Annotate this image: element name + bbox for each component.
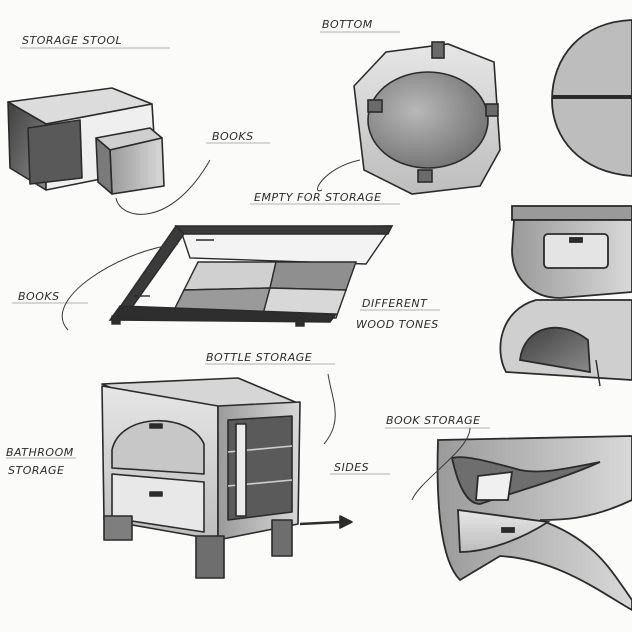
label-bottle-storage: BOTTLE STORAGE	[206, 351, 313, 364]
round-shelf-sketch	[551, 19, 632, 177]
label-book-storage: BOOK STORAGE	[386, 414, 481, 427]
round-tray-sketch	[353, 41, 501, 195]
bathroom-cabinet-sketch	[101, 377, 353, 579]
label-books-left: BOOKS	[18, 290, 60, 303]
label-wood-tones: WOOD TONES	[356, 318, 439, 331]
label-bathroom: BATHROOM	[6, 446, 74, 459]
label-different: DIFFERENT	[362, 297, 428, 310]
book-storage-sketch	[436, 435, 632, 612]
label-empty-for-storage: EMPTY FOR STORAGE	[254, 191, 382, 204]
label-storage: STORAGE	[8, 464, 65, 477]
flat-storage-sketch	[108, 224, 394, 327]
storage-stool-sketch	[7, 87, 165, 195]
label-storage-stool: STORAGE STOOL	[22, 34, 123, 47]
label-bottom: BOTTOM	[322, 18, 373, 31]
label-books-top: BOOKS	[212, 130, 254, 143]
stacked-cabinet-sketch	[499, 205, 632, 381]
label-sides: SIDES	[334, 461, 370, 474]
